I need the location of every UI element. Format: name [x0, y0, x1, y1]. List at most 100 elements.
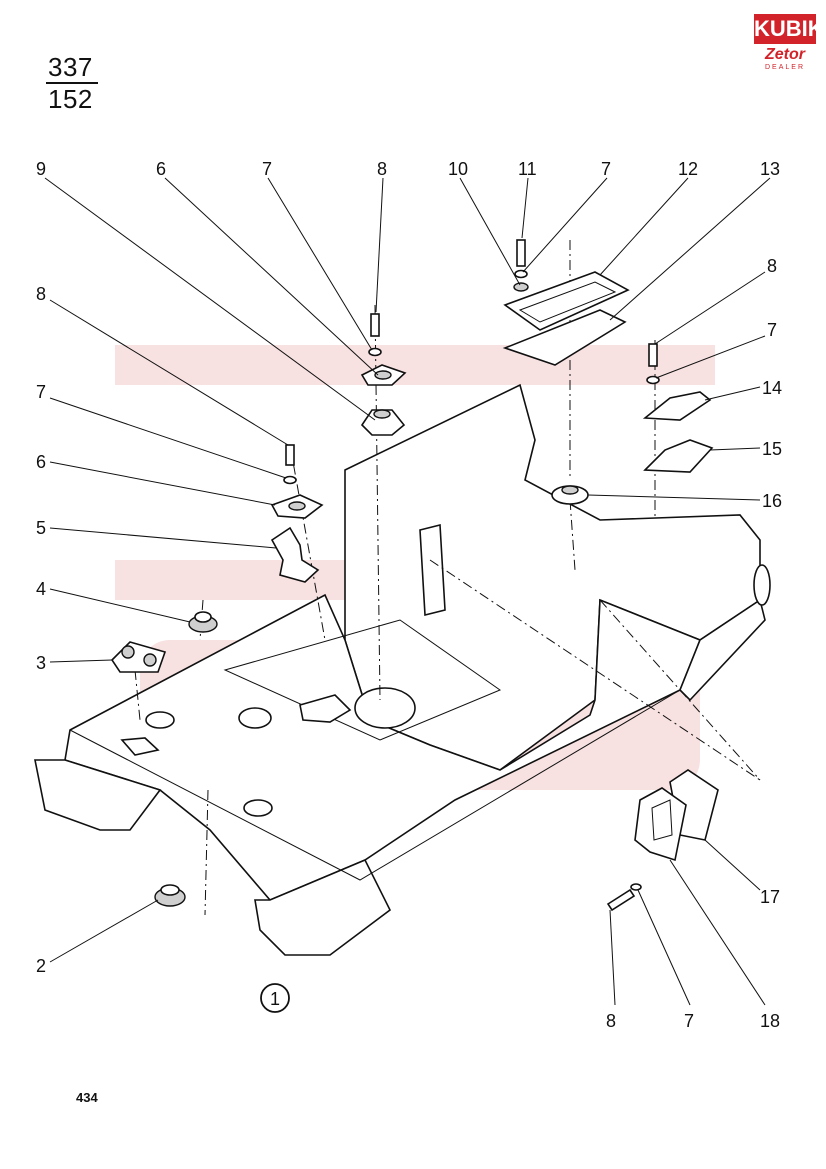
callout-10: 10 — [448, 159, 468, 179]
leader-8b — [654, 271, 766, 345]
leader-13 — [609, 177, 771, 321]
part-5-boot — [270, 526, 320, 583]
leader-2 — [49, 899, 159, 963]
logo-red-box — [754, 14, 816, 44]
callout-12: 12 — [678, 159, 698, 179]
callout-7a: 7 — [262, 159, 272, 179]
part-6-cover-lower — [270, 494, 324, 519]
part-2-grommet — [154, 884, 186, 907]
callout-8c: 8 — [36, 284, 46, 304]
part-12-frame — [503, 271, 630, 331]
logo-sub-text: Zetor — [765, 46, 805, 63]
part-8-bolt-upper — [370, 313, 380, 337]
callout-4: 4 — [36, 579, 46, 599]
leader-6b — [49, 461, 276, 506]
callout-7e: 7 — [684, 1011, 694, 1031]
leader-7c — [655, 335, 766, 379]
callout-18: 18 — [760, 1011, 780, 1031]
leader-8c — [49, 299, 289, 446]
leader-5 — [49, 527, 277, 549]
axis-16 — [569, 499, 576, 571]
cab-floor-frame — [34, 383, 771, 956]
part-9-mount — [360, 409, 406, 436]
axis-17-18 — [599, 599, 761, 781]
callout-15: 15 — [762, 439, 782, 459]
part-7-washer-14 — [646, 375, 660, 385]
callout-6a: 6 — [156, 159, 166, 179]
right-side-boss — [753, 564, 771, 606]
leader-18 — [669, 859, 766, 1006]
group-number-badge: 1 — [260, 983, 290, 1013]
part-7-washer-18 — [630, 883, 642, 891]
callout-8a: 8 — [377, 159, 387, 179]
callout-3: 3 — [36, 653, 46, 673]
callout-2: 2 — [36, 956, 46, 976]
leader-16 — [587, 494, 761, 501]
leader-3 — [49, 659, 113, 663]
part-13-gasket — [502, 309, 627, 366]
part-3-double-grommet — [110, 641, 167, 673]
leader-15 — [709, 447, 761, 451]
callout-7c: 7 — [767, 320, 777, 340]
part-18-boot — [634, 787, 687, 862]
callout-5: 5 — [36, 518, 46, 538]
leader-17 — [704, 839, 761, 891]
floor-hole-e — [120, 737, 160, 756]
callout-9: 9 — [36, 159, 46, 179]
callout-13: 13 — [760, 159, 780, 179]
leader-8a — [375, 177, 384, 313]
part-11-bolt — [516, 239, 526, 267]
callout-17: 17 — [760, 887, 780, 907]
leader-7a — [267, 177, 373, 351]
part-10-washer — [513, 282, 529, 292]
reference-divider — [46, 82, 98, 84]
floor-hole-b — [299, 694, 352, 723]
leader-7b — [522, 177, 608, 273]
part-7-washer-lower — [283, 475, 297, 485]
callout-7d: 7 — [36, 382, 46, 402]
callout-14: 14 — [762, 378, 782, 398]
leader-10 — [459, 177, 521, 286]
floor-hole-a — [238, 707, 272, 729]
leader-14 — [704, 386, 761, 401]
logo-dealer-text: DEALER — [764, 64, 805, 71]
callout-11: 11 — [518, 159, 537, 179]
leader-11 — [521, 177, 529, 239]
leader-4 — [49, 588, 191, 623]
reference-number-top: 337 — [48, 52, 93, 82]
part-4-grommet — [188, 611, 218, 633]
part-8-bolt-lower — [285, 444, 295, 466]
leader-6a — [164, 177, 379, 376]
reference-number-bottom: 152 — [48, 84, 93, 114]
floor-lower-edge — [69, 689, 681, 881]
leader-7e — [637, 889, 691, 1006]
axis-17-18-b — [429, 559, 761, 781]
callout-6b: 6 — [36, 452, 46, 472]
rear-lower-box — [254, 858, 392, 956]
leader-7d — [49, 397, 287, 479]
part-8-bolt-18 — [606, 888, 636, 912]
leader-9 — [44, 177, 376, 421]
part-16-grommet — [551, 485, 589, 505]
callout-8d: 8 — [606, 1011, 616, 1031]
axis-5-6-8 — [289, 444, 326, 641]
floor-hole-c — [354, 687, 416, 729]
callout-8b: 8 — [767, 256, 777, 276]
leader-12 — [599, 177, 689, 276]
axis-2 — [204, 789, 209, 916]
kubik-zetor-logo: KUBIK Zetor DEALER — [754, 14, 824, 74]
left-lower-box — [34, 759, 162, 831]
group-number: 1 — [270, 989, 280, 1009]
tunnel-window — [419, 523, 446, 617]
floor-hole-d — [145, 711, 175, 729]
part-14-cover — [642, 391, 712, 421]
part-15-boot — [643, 439, 714, 473]
callout-7b: 7 — [601, 159, 611, 179]
axis-3 — [134, 669, 141, 721]
part-7-washer-upper — [368, 347, 382, 357]
page-number: 434 — [76, 1090, 98, 1105]
callout-16: 16 — [762, 491, 782, 511]
right-side-wall — [679, 598, 766, 702]
leader-lines — [44, 177, 771, 1006]
